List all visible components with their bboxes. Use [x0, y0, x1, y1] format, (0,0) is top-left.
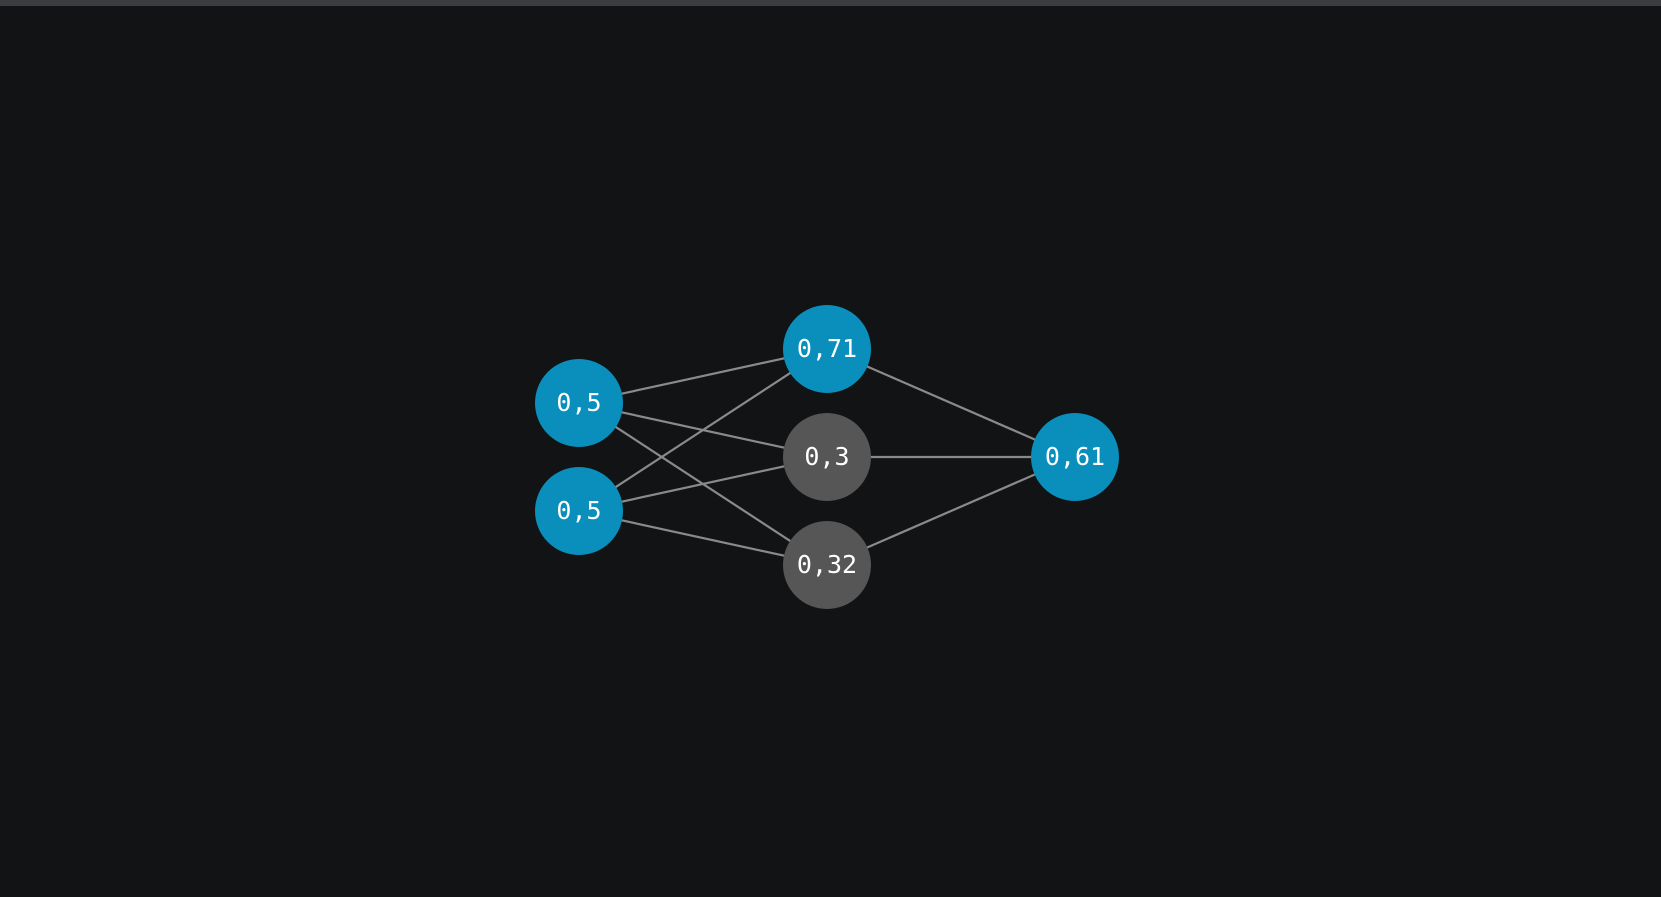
edge-h1-out1: [865, 364, 1037, 442]
window-top-bar: [0, 0, 1661, 6]
node-circle: [535, 359, 623, 447]
edge-in2-h2: [619, 464, 787, 504]
edge-in2-h1: [613, 371, 793, 489]
network-canvas: 0,5 0,5 0,71 0,3 0,32 0,61: [0, 6, 1661, 897]
hidden-node-2: 0,3: [783, 413, 871, 501]
node-value-label: 0,3: [804, 442, 849, 471]
edge-in2-h3: [619, 518, 787, 558]
node-circle: [783, 413, 871, 501]
node-value-label: 0,71: [797, 334, 857, 363]
node-value-label: 0,5: [556, 496, 601, 525]
hidden-node-3: 0,32: [783, 521, 871, 609]
node-value-label: 0,61: [1045, 442, 1105, 471]
node-value-label: 0,5: [556, 388, 601, 417]
node-circle: [783, 305, 871, 393]
nodes-layer: 0,5 0,5 0,71 0,3 0,32 0,61: [535, 305, 1119, 609]
edge-h3-out1: [865, 472, 1037, 550]
input-node-1: 0,5: [535, 359, 623, 447]
output-node-1: 0,61: [1031, 413, 1119, 501]
node-circle: [783, 521, 871, 609]
node-circle: [1031, 413, 1119, 501]
input-node-2: 0,5: [535, 467, 623, 555]
neural-network-diagram: 0,5 0,5 0,71 0,3 0,32 0,61: [535, 305, 1119, 609]
edge-in1-h1: [619, 356, 787, 396]
edges-layer: [613, 356, 1037, 558]
node-circle: [535, 467, 623, 555]
hidden-node-1: 0,71: [783, 305, 871, 393]
node-value-label: 0,32: [797, 550, 857, 579]
